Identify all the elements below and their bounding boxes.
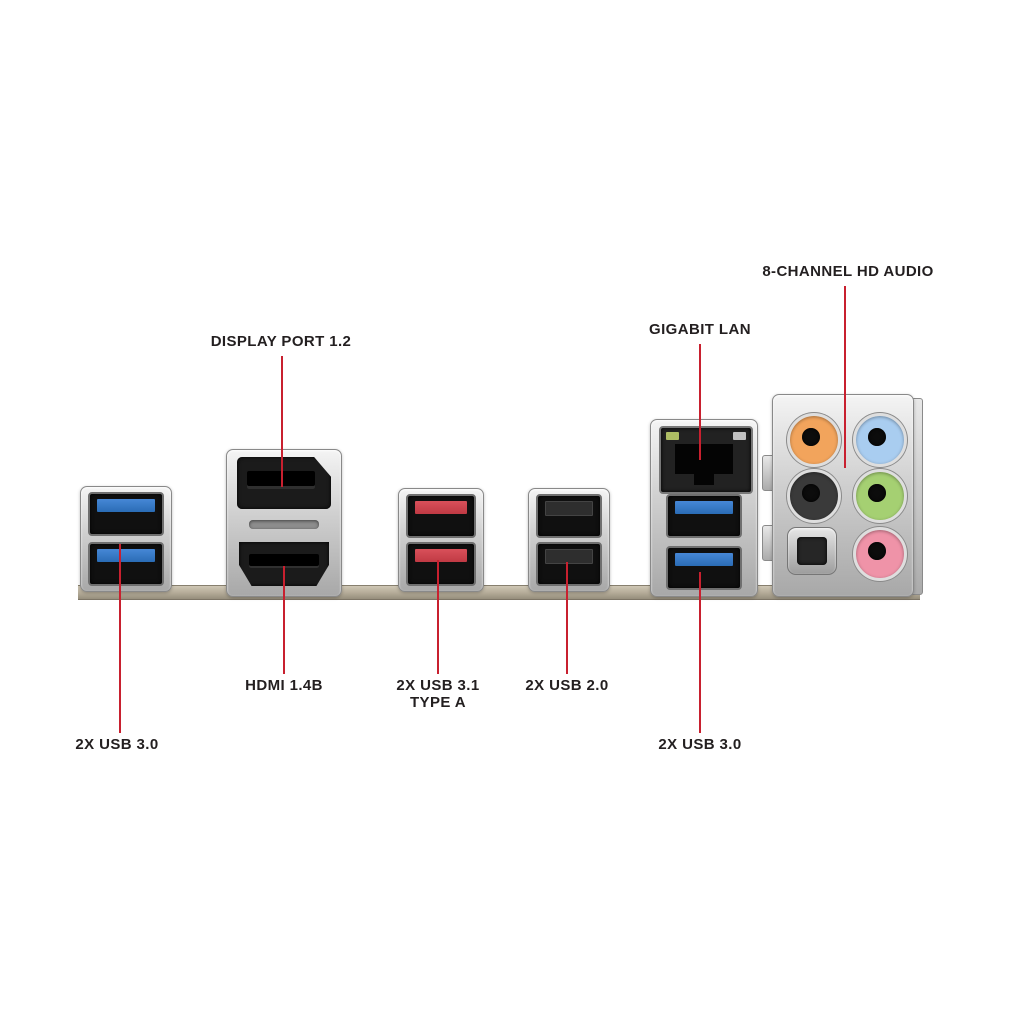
leader-line-hdmi	[283, 566, 285, 674]
lan-led-icon	[666, 432, 679, 440]
label-usb30-right: 2X USB 3.0	[658, 736, 742, 753]
usb2-port-icon	[536, 542, 602, 587]
usb2-tongue-icon	[545, 549, 593, 565]
audio-jack-orange-icon	[787, 413, 841, 467]
panel-slot	[249, 520, 319, 529]
leader-line-usb30-left	[119, 544, 121, 733]
lan-led-icon	[733, 432, 746, 440]
label-usb20: 2X USB 2.0	[525, 677, 609, 694]
audio-jack-black-icon	[787, 469, 841, 523]
label-hdmi: HDMI 1.4B	[245, 677, 323, 694]
leader-line-usb30-right	[699, 572, 701, 733]
jack-hole-icon	[802, 484, 820, 502]
usb2-port-icon	[536, 493, 602, 538]
leader-line-usb31	[437, 560, 439, 674]
audio-jack-line-in-icon	[853, 413, 907, 467]
jack-hole-icon	[868, 542, 886, 560]
usb20-module	[528, 488, 610, 592]
usb3-port-icon	[666, 546, 742, 590]
usb3-tongue-icon	[675, 553, 733, 566]
leader-line-hd-audio	[844, 286, 846, 468]
jack-hole-icon	[802, 428, 820, 446]
audio-jack-mic-icon	[853, 527, 907, 581]
displayport-icon	[237, 457, 331, 509]
rj45-notch-icon	[694, 474, 714, 485]
usb3-tongue-icon	[97, 499, 155, 513]
audio-jack-line-out-icon	[853, 469, 907, 523]
jack-hole-icon	[868, 484, 886, 502]
jack-hole-icon	[868, 428, 886, 446]
optical-shutter-icon	[797, 537, 827, 565]
ethernet-port-icon	[659, 426, 753, 494]
usb30-right-stack	[651, 494, 757, 590]
usb3-tongue-icon	[675, 501, 733, 514]
rj45-opening-icon	[675, 444, 733, 474]
leader-line-gigabit-lan	[699, 344, 701, 460]
lan-usb-module	[650, 419, 758, 597]
usb3-port-icon	[88, 492, 164, 537]
hdmi-slot-icon	[249, 554, 319, 568]
usb3-tongue-icon	[97, 548, 155, 562]
usb31-tongue-icon	[415, 500, 467, 514]
label-usb31: 2X USB 3.1 TYPE A	[396, 677, 480, 711]
usb31-tongue-icon	[415, 549, 467, 563]
label-display-port: DISPLAY PORT 1.2	[210, 333, 352, 350]
usb2-tongue-icon	[545, 500, 593, 516]
usb3-port-icon	[88, 541, 164, 586]
usb31-port-icon	[406, 493, 476, 538]
leader-line-usb20	[566, 562, 568, 674]
usb3-port-icon	[666, 494, 742, 538]
optical-spdif-icon	[787, 527, 837, 575]
label-hd-audio: 8-CHANNEL HD AUDIO	[762, 263, 934, 280]
leader-line-displayport	[281, 356, 283, 487]
label-usb31-line2: TYPE A	[409, 693, 467, 711]
usb31-port-icon	[406, 542, 476, 587]
label-gigabit-lan: GIGABIT LAN	[649, 321, 751, 338]
usb31-module	[398, 488, 484, 592]
audio-module	[772, 394, 914, 597]
label-usb31-line1: 2X USB 3.1	[396, 677, 480, 694]
usb30-left-module	[80, 486, 172, 592]
label-usb30-left: 2X USB 3.0	[75, 736, 159, 753]
